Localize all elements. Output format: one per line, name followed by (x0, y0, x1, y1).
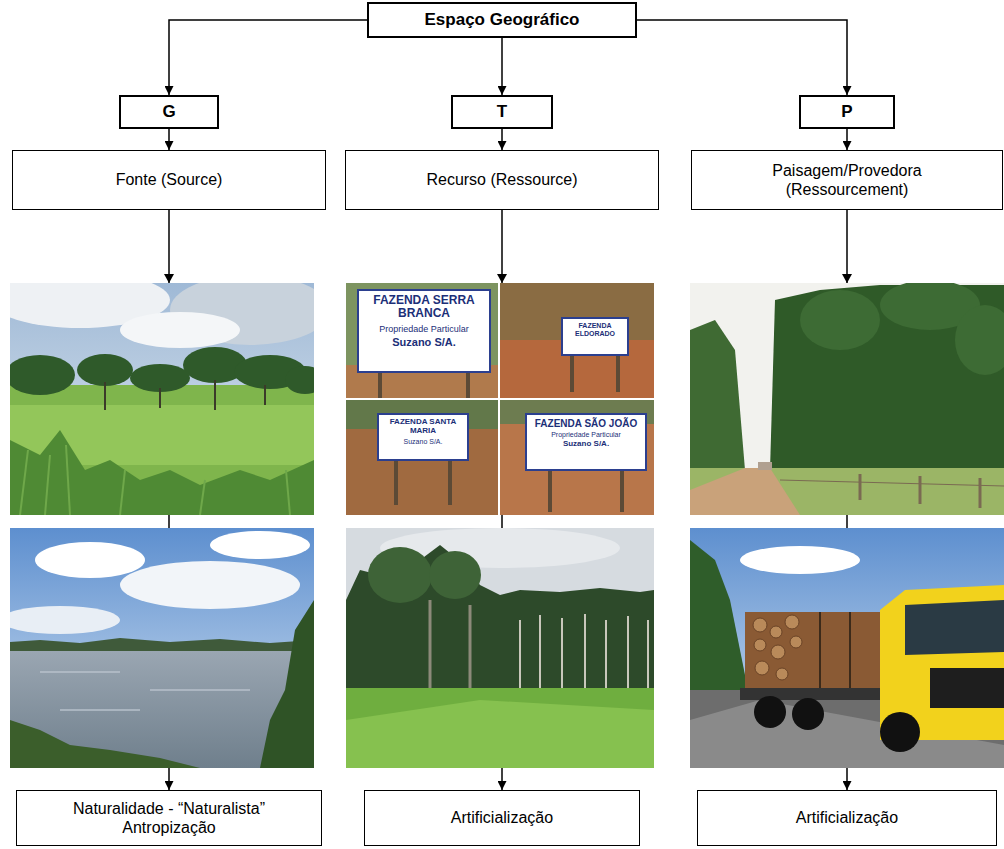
node-label: Recurso (Ressource) (426, 170, 577, 189)
node-label: Fonte (Source) (116, 170, 223, 189)
category-box: G (119, 95, 219, 129)
sign-text: Suzano S/A. (380, 438, 466, 446)
farm-signs-photo (346, 283, 654, 515)
node-label: G (162, 102, 175, 122)
concept-box: Paisagem/Provedora (Ressourcement) (691, 150, 1003, 210)
sign-text: FAZENDA SANTA MARIA (380, 418, 466, 436)
node-label: Artificialização (451, 808, 553, 827)
node-label: Paisagem/Provedora (Ressourcement) (762, 161, 932, 199)
node-label: P (841, 102, 852, 122)
sign-text: FAZENDA SERRA BRANCA (360, 294, 488, 321)
connector-arrow (637, 20, 847, 95)
connector-arrow (501, 38, 503, 95)
category-box: T (451, 95, 553, 129)
node-label: T (497, 102, 507, 122)
eucalyptus-photo (346, 528, 654, 768)
sign-text: Propriedade Particular (528, 431, 644, 439)
connector-arrow (501, 129, 503, 150)
arrow-head (164, 274, 852, 283)
forest-road-photo (690, 283, 1004, 515)
sign-text: Suzano S/A. (528, 440, 644, 449)
log-truck-photo (690, 528, 1004, 768)
category-box: P (799, 95, 895, 129)
node-label: Naturalidade - “Naturalista” Antropizaçã… (49, 799, 289, 837)
outcome-box: Naturalidade - “Naturalista” Antropizaçã… (16, 790, 322, 846)
root-box: Espaço Geográfico (367, 2, 637, 38)
concept-box: Recurso (Ressource) (345, 150, 659, 210)
savanna-photo (10, 283, 314, 515)
node-label: Espaço Geográfico (425, 10, 580, 30)
sign-text: FAZENDA SÃO JOÃO (528, 418, 644, 429)
connector-arrow (846, 129, 848, 150)
concept-box: Fonte (Source) (12, 150, 326, 210)
connector-arrow (168, 129, 170, 150)
sign-text: FAZENDA ELDORADO (564, 322, 626, 338)
sign-text: Propriedade Particular (360, 324, 488, 334)
outcome-box: Artificialização (364, 790, 640, 846)
lake-photo (10, 528, 314, 768)
connector-arrow (169, 20, 367, 95)
node-label: Artificialização (796, 808, 898, 827)
outcome-box: Artificialização (697, 790, 997, 846)
sign-text: Suzano S/A. (360, 336, 488, 348)
